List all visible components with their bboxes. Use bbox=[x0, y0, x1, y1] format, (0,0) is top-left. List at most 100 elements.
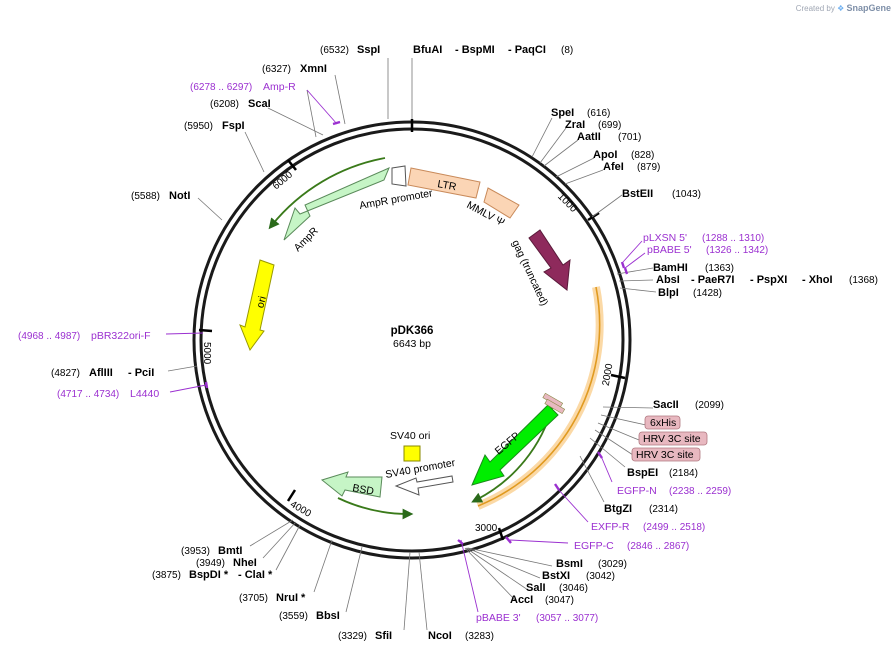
ltr-label: LTR bbox=[436, 178, 457, 193]
bsteii-pos: (1043) bbox=[672, 189, 701, 200]
paqci-site[interactable]: - PaqCI bbox=[508, 44, 546, 56]
clai-site[interactable]: - ClaI * bbox=[238, 569, 273, 581]
sv40-promoter-feature[interactable] bbox=[394, 475, 454, 496]
ncoi-site[interactable]: NcoI bbox=[428, 630, 452, 642]
primer-leader-lines bbox=[165, 89, 646, 613]
snapgene-brand: SnapGene bbox=[846, 3, 891, 13]
ampr-feature[interactable] bbox=[283, 167, 390, 241]
bfuai-pos: (8) bbox=[561, 45, 573, 56]
bspmi-site[interactable]: - BspMI bbox=[455, 44, 495, 56]
bstxi-site[interactable]: BstXI bbox=[542, 570, 570, 582]
bmti-site[interactable]: BmtI bbox=[218, 545, 242, 557]
sv40-ori-label: SV40 ori bbox=[390, 430, 430, 442]
tick-2000 bbox=[610, 373, 626, 380]
amp-promoter-feature[interactable] bbox=[391, 165, 407, 187]
egfpn-primer[interactable]: EGFP-N bbox=[617, 485, 657, 497]
pbr322-primer-pos: (4968 .. 4987) bbox=[18, 331, 80, 342]
nhei-pos: (3949) bbox=[196, 558, 225, 569]
his-tag-box[interactable] bbox=[644, 415, 681, 430]
tick-6000 bbox=[287, 159, 297, 171]
bspdi-site[interactable]: BspDI * bbox=[189, 569, 229, 581]
pspxi-site[interactable]: - PspXI bbox=[750, 274, 787, 286]
tick-label-4000: 4000 bbox=[288, 499, 313, 520]
btgzi-pos: (2314) bbox=[649, 504, 678, 515]
egfpc-primer-pos: (2846 .. 2867) bbox=[627, 541, 689, 552]
egfp-feature[interactable] bbox=[471, 404, 559, 486]
egfpn-primer-pos: (2238 .. 2259) bbox=[669, 486, 731, 497]
aatii-site[interactable]: AatII bbox=[577, 131, 601, 143]
pbr322-primer[interactable]: pBR322ori-F bbox=[91, 330, 151, 342]
bamhi-site[interactable]: BamHI bbox=[653, 262, 688, 274]
pbabe5-primer[interactable]: pBABE 5' bbox=[647, 244, 692, 256]
noti-site[interactable]: NotI bbox=[169, 190, 190, 202]
spei-site[interactable]: SpeI bbox=[551, 107, 574, 119]
hrv-tag-box-1[interactable] bbox=[638, 431, 708, 446]
bbsi-site[interactable]: BbsI bbox=[316, 610, 340, 622]
bstxi-pos: (3042) bbox=[586, 571, 615, 582]
ampr-primer[interactable]: Amp-R bbox=[263, 81, 296, 93]
scai-pos: (6208) bbox=[210, 99, 239, 110]
bfuai-site[interactable]: BfuAI bbox=[413, 44, 442, 56]
bmti-pos: (3953) bbox=[181, 546, 210, 557]
xmni-site[interactable]: XmnI bbox=[300, 63, 327, 75]
nrui-site[interactable]: NruI * bbox=[276, 592, 306, 604]
bsd-orf-line bbox=[337, 497, 414, 520]
afei-pos: (879) bbox=[637, 162, 660, 173]
paer7i-site[interactable]: - PaeR7I bbox=[691, 274, 734, 286]
sali-site[interactable]: SalI bbox=[526, 582, 546, 594]
primer-marks bbox=[204, 120, 629, 545]
pcii-site[interactable]: - PciI bbox=[128, 367, 154, 379]
blpi-pos: (1428) bbox=[693, 288, 722, 299]
bsd-feature[interactable] bbox=[320, 471, 383, 498]
bsteii-site[interactable]: BstEII bbox=[622, 188, 653, 200]
bspdi-pos: (3875) bbox=[152, 570, 181, 581]
blpi-site[interactable]: BlpI bbox=[658, 287, 679, 299]
egfpr-primer[interactable]: EXFP-R bbox=[591, 521, 630, 533]
l4440-primer-pos: (4717 .. 4734) bbox=[57, 389, 119, 400]
sacii-pos: (2099) bbox=[695, 400, 724, 411]
snapgene-logo-icon: ❖ bbox=[837, 4, 845, 13]
egfpc-primer[interactable]: EGFP-C bbox=[574, 540, 614, 552]
scai-site[interactable]: ScaI bbox=[248, 98, 271, 110]
tick-label-2000: 2000 bbox=[601, 362, 616, 386]
plxsn-primer[interactable]: pLXSN 5' bbox=[643, 232, 687, 244]
bbsi-pos: (3559) bbox=[279, 611, 308, 622]
sacii-site[interactable]: SacII bbox=[653, 399, 679, 411]
pbabe5-primer-pos: (1326 .. 1342) bbox=[706, 245, 768, 256]
gag-feature[interactable] bbox=[528, 229, 571, 291]
aatii-pos: (701) bbox=[618, 132, 641, 143]
bamhi-pos: (1363) bbox=[705, 263, 734, 274]
sspi-site[interactable]: SspI bbox=[357, 44, 380, 56]
zrai-site[interactable]: ZraI bbox=[565, 119, 585, 131]
nhei-site[interactable]: NheI bbox=[233, 557, 257, 569]
plasmid-size: 6643 bp bbox=[393, 338, 431, 350]
ncoi-pos: (3283) bbox=[465, 631, 494, 642]
ltr-feature[interactable] bbox=[407, 167, 481, 199]
sv40-ori-feature[interactable] bbox=[403, 445, 421, 462]
btgzi-site[interactable]: BtgZI bbox=[604, 503, 632, 515]
fspi-site[interactable]: FspI bbox=[222, 120, 245, 132]
tick-4000 bbox=[286, 489, 297, 502]
tick-3000 bbox=[497, 527, 505, 541]
bspei-site[interactable]: BspEI bbox=[627, 467, 658, 479]
bsmi-site[interactable]: BsmI bbox=[556, 558, 583, 570]
l4440-primer[interactable]: L4440 bbox=[130, 388, 159, 400]
acci-site[interactable]: AccI bbox=[510, 594, 533, 606]
mmlv-psi-feature[interactable] bbox=[483, 187, 520, 219]
absi-site[interactable]: AbsI bbox=[656, 274, 680, 286]
hrv-tag-glyph bbox=[544, 398, 566, 415]
hrv-tag-box-2[interactable] bbox=[631, 447, 701, 462]
acci-pos: (3047) bbox=[545, 595, 574, 606]
tick-label-5000: 5000 bbox=[201, 342, 212, 365]
egfpr-primer-pos: (2499 .. 2518) bbox=[643, 522, 705, 533]
ampr-primer-pos: (6278 .. 6297) bbox=[190, 82, 252, 93]
sfii-site[interactable]: SfiI bbox=[375, 630, 392, 642]
afei-site[interactable]: AfeI bbox=[603, 161, 624, 173]
pbabe3-primer[interactable]: pBABE 3' bbox=[476, 612, 521, 624]
aflIII-site[interactable]: AflIII bbox=[89, 367, 113, 379]
xhoi-site[interactable]: - XhoI bbox=[802, 274, 833, 286]
apoi-site[interactable]: ApoI bbox=[593, 149, 617, 161]
ori-feature[interactable] bbox=[239, 259, 275, 352]
plxsn-primer-pos: (1288 .. 1310) bbox=[702, 233, 764, 244]
apoi-pos: (828) bbox=[631, 150, 654, 161]
